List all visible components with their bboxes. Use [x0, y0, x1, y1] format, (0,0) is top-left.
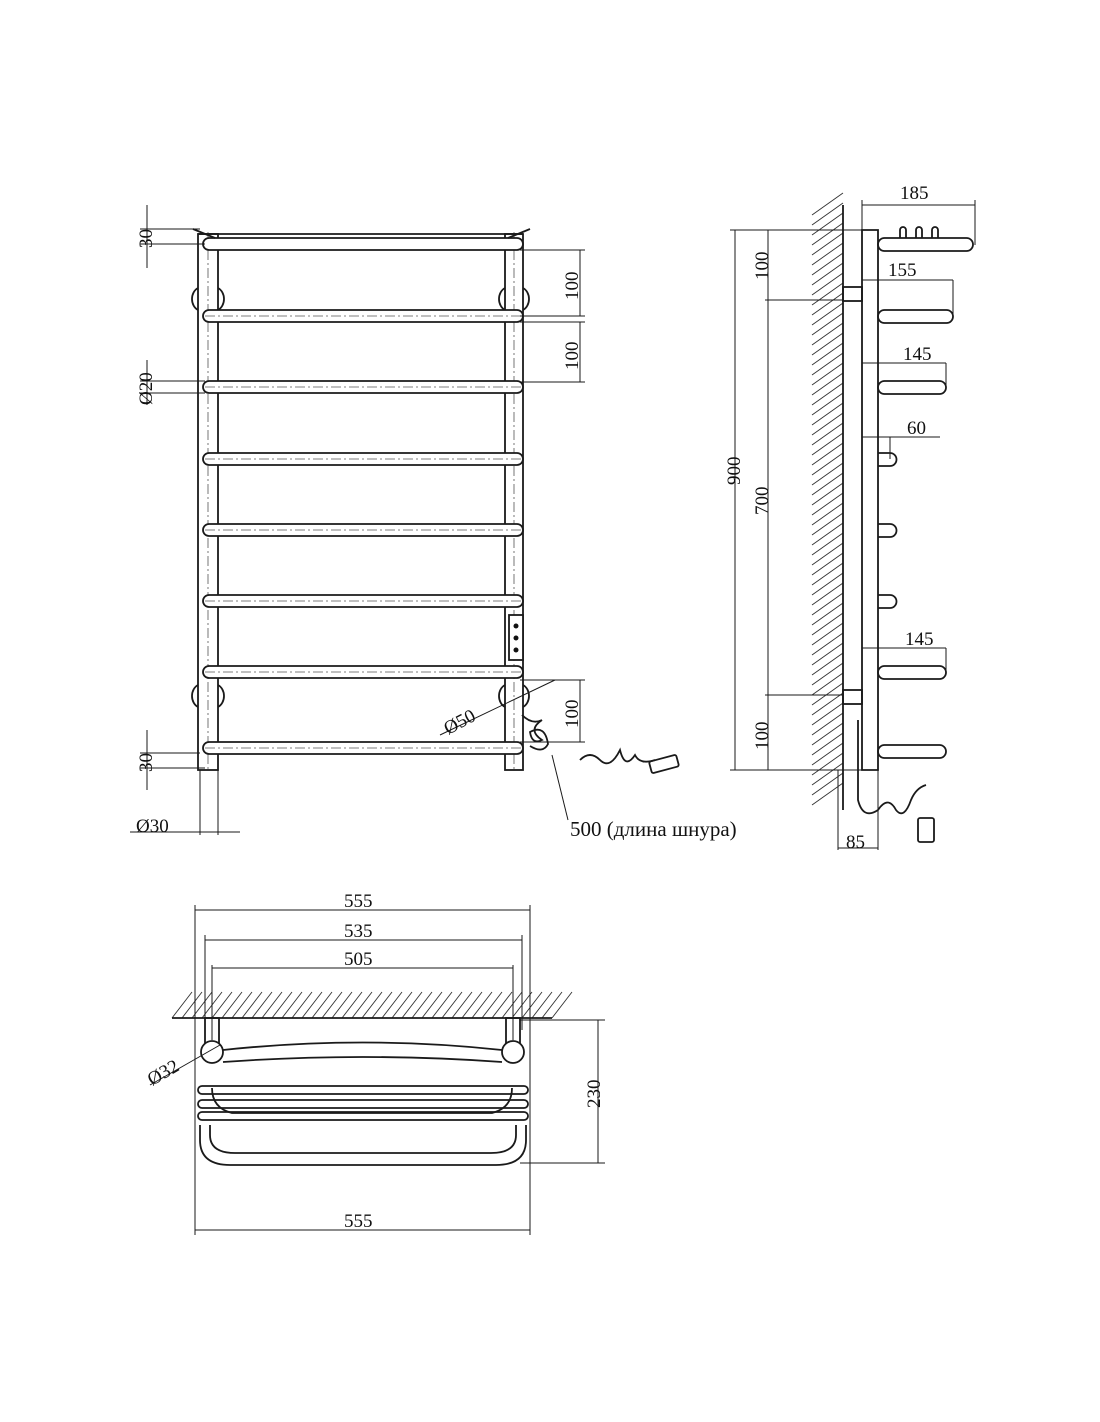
- dim-top-to-mount: 100: [752, 252, 773, 281]
- dim-front-top-offset: 30: [136, 229, 157, 248]
- dim-depth-3: 145: [903, 344, 932, 365]
- cord: [579, 747, 656, 765]
- dim-front-rung-spacing-1: 100: [562, 272, 583, 301]
- cord-coil: [521, 714, 549, 751]
- dim-mount-width: 505: [344, 949, 373, 970]
- side-view: 185 155 145 60 145 85 900 700 100 100: [724, 183, 976, 853]
- dim-depth-bottom: 145: [905, 629, 934, 650]
- dim-mid-width: 535: [344, 921, 373, 942]
- top-flanges: [191, 287, 530, 311]
- top-view: 555 535 505 Ø32 230 555: [144, 891, 605, 1235]
- wall-hatch-top: [171, 991, 573, 1019]
- plug-icon: [648, 754, 680, 774]
- side-frame: [861, 229, 879, 771]
- front-view: 30 100 100 Ø20 Ø50 100 30 Ø30 500 (длина…: [130, 205, 737, 841]
- dim-front-rung-spacing-2: 100: [562, 342, 583, 371]
- dim-mount-spacing: 700: [752, 487, 773, 516]
- dim-depth: 230: [584, 1080, 605, 1109]
- dim-rung-diameter: Ø20: [136, 372, 157, 405]
- dim-top-flange-diameter: Ø32: [144, 1056, 183, 1091]
- dim-post-diameter: Ø30: [136, 816, 169, 837]
- wall-hatch: [811, 192, 844, 806]
- dim-front-bottom-spacing: 100: [562, 700, 583, 729]
- bottom-mount: [842, 689, 863, 705]
- dim-depth-short: 60: [907, 418, 926, 439]
- dim-bottom-width: 555: [344, 1211, 373, 1232]
- dim-total-height: 900: [724, 457, 745, 486]
- cord-length-label: 500 (длина шнура): [570, 817, 737, 841]
- top-mount: [842, 286, 863, 302]
- dim-mount-to-bottom: 100: [752, 722, 773, 751]
- dim-overall-width: 555: [344, 891, 373, 912]
- dim-wall-offset: 85: [846, 832, 865, 853]
- dim-depth-2: 155: [888, 260, 917, 281]
- dim-front-bottom-offset: 30: [136, 753, 157, 772]
- top-rung: [202, 237, 524, 251]
- dim-flange-diameter: Ø50: [440, 706, 479, 740]
- bottom-flanges: [191, 684, 530, 708]
- dim-depth-top: 185: [900, 183, 929, 204]
